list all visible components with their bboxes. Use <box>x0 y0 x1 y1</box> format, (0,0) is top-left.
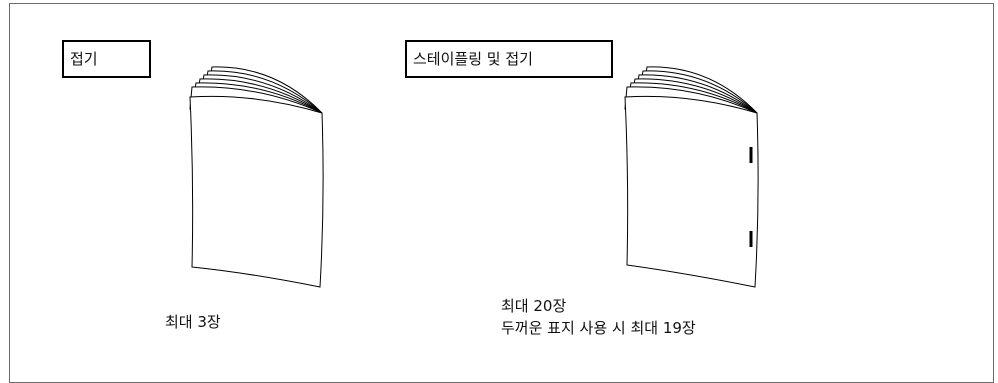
fold-label-text: 접기 <box>70 49 98 68</box>
folded-booklet-illustration <box>189 66 324 288</box>
fold-max-caption: 최대 3장 <box>165 313 221 331</box>
booklet-cover <box>189 95 324 288</box>
staple-thick-cover-caption: 두꺼운 표지 사용 시 최대 19장 <box>501 319 696 337</box>
staple-max-caption: 최대 20장 <box>501 297 567 315</box>
fold-label: 접기 <box>62 40 151 78</box>
staple-fold-label-text: 스테이플링 및 접기 <box>413 49 533 68</box>
staple-fold-label: 스테이플링 및 접기 <box>405 40 613 78</box>
stapled-booklet-illustration <box>624 66 759 288</box>
booklet-cover <box>624 95 759 288</box>
